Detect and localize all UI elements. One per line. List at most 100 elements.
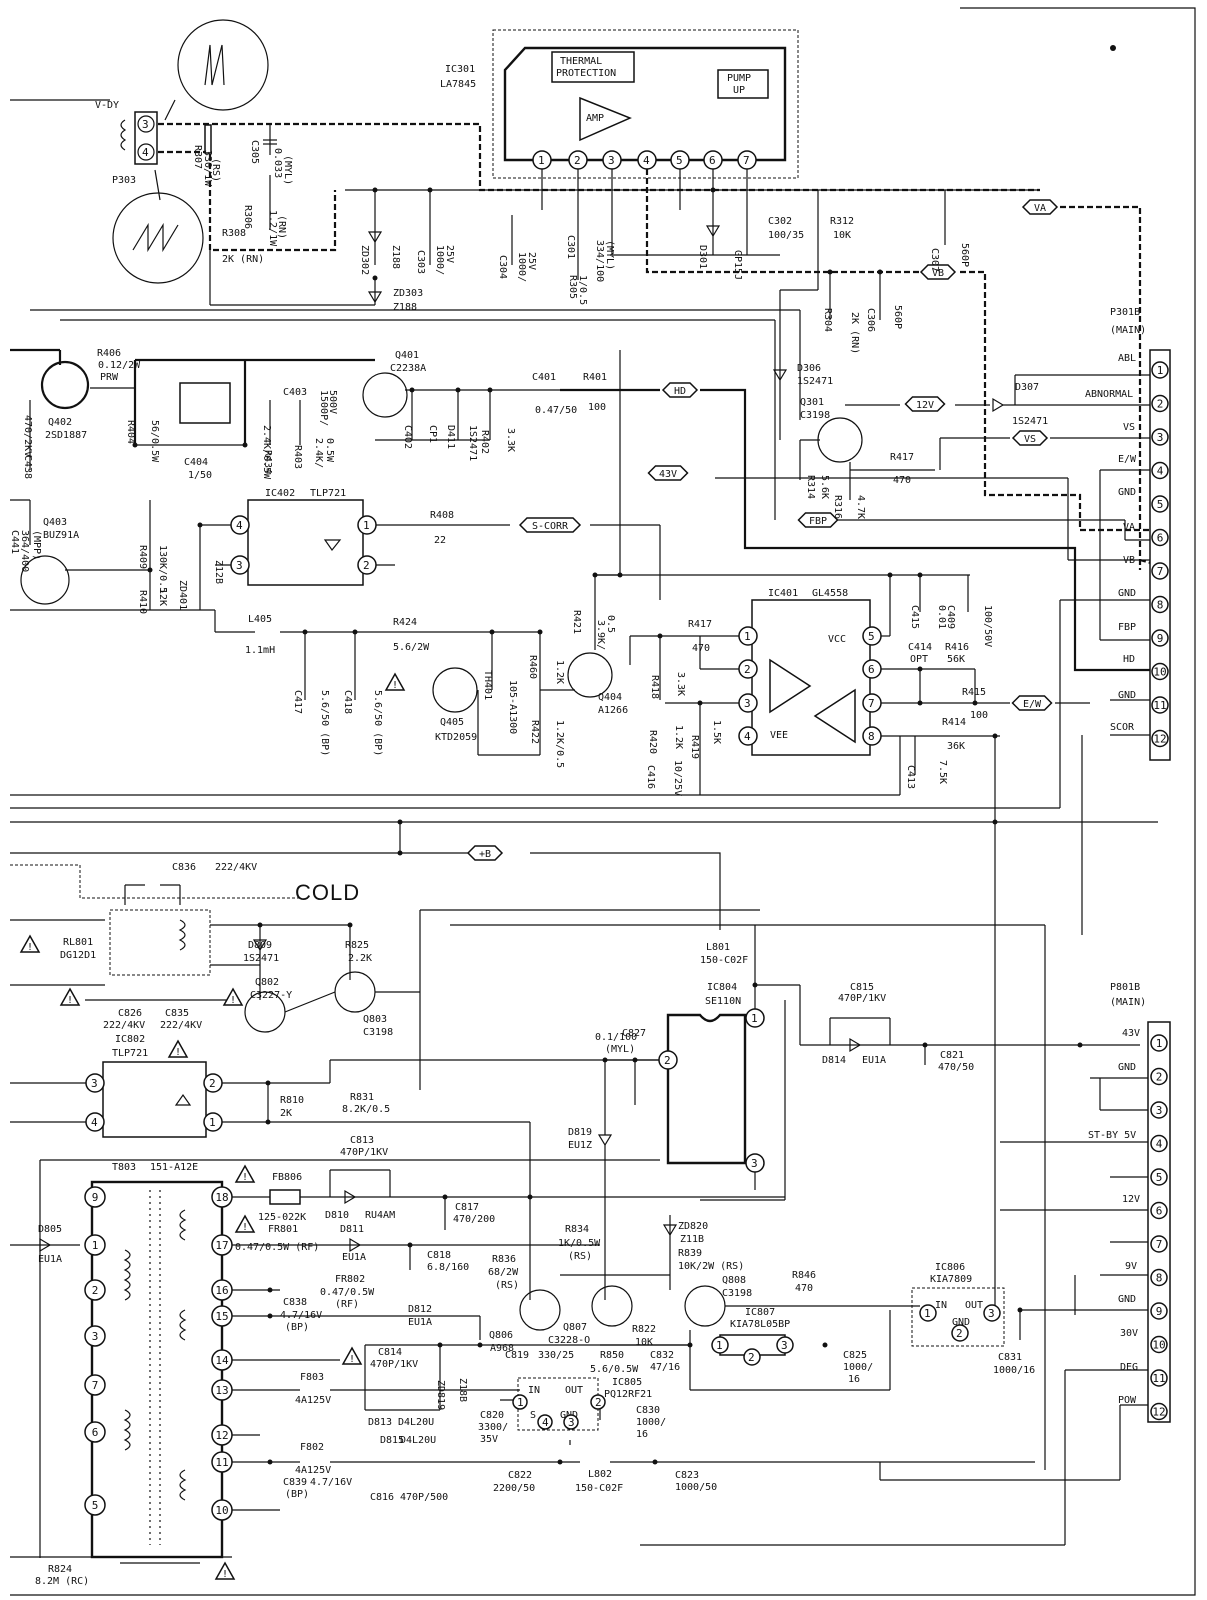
p301b-pin-12 <box>1151 729 1169 748</box>
svg-text:P801B: P801B <box>1110 982 1140 993</box>
svg-text:S: S <box>530 1410 536 1421</box>
net-tag-va: VA <box>1021 199 1059 215</box>
svg-text:T803: T803 <box>112 1162 136 1173</box>
p801b-pin-9 <box>1150 1302 1168 1320</box>
svg-text:1: 1 <box>744 630 751 643</box>
q808-transistor <box>684 1285 726 1327</box>
p301b-pin-number: 11 <box>1153 699 1166 712</box>
component-label: (BP) <box>285 1322 309 1333</box>
component-label: Q403 <box>43 517 67 528</box>
component-label: R409 <box>137 545 148 569</box>
p301b-pin-2 <box>1151 394 1169 413</box>
component-label: D813 <box>368 1417 392 1428</box>
component-label: 10K <box>833 230 851 241</box>
net-tag-12v: 12V <box>904 396 946 412</box>
component-label: DG12D1 <box>60 950 96 961</box>
p801b-sig-8: 9V <box>1125 1261 1137 1272</box>
component-label: 8.2K/0.5 <box>342 1104 390 1115</box>
component-label: Q401 <box>395 350 419 361</box>
component-label: C403 <box>283 387 307 398</box>
t803-pin-number: 12 <box>215 1429 228 1442</box>
component-label: R402 <box>479 430 490 454</box>
p301b-sig-7: VB <box>1123 555 1135 566</box>
component-label: R305 <box>567 275 578 299</box>
component-label: R434 <box>262 450 273 474</box>
component-label: C817 <box>455 1202 479 1213</box>
component-label: C2238A <box>390 363 426 374</box>
component-label: C827 <box>622 1028 646 1039</box>
component-label: A1266 <box>598 705 628 716</box>
component-label: Z188 <box>393 302 417 313</box>
component-label: 470 <box>692 643 710 654</box>
component-label: 4A125V <box>295 1395 331 1406</box>
component-label: 500V <box>327 390 338 414</box>
net-tag-text: 12V <box>916 400 934 411</box>
component-label: Z11B <box>680 1234 704 1245</box>
component-label: ZD819 <box>435 1380 446 1410</box>
component-label: 10K/2W (RS) <box>678 1261 744 1272</box>
svg-text:!: ! <box>349 1354 355 1365</box>
component-label: 56K <box>947 654 965 665</box>
component-label: 0.47/50 <box>535 405 577 416</box>
component-label: C815 <box>850 982 874 993</box>
component-label: R304 <box>822 308 833 332</box>
svg-text:!: ! <box>222 1569 228 1580</box>
p301b-connector: P301B (MAIN) ABL ABNORMAL VS E/W GND VA … <box>1085 307 1171 761</box>
component-label: PRW <box>100 372 119 383</box>
component-label: R460 <box>527 655 538 679</box>
component-label: 470 <box>893 475 911 486</box>
component-label: 10K <box>635 1337 653 1348</box>
svg-text:!: ! <box>242 1172 248 1183</box>
component-label: R404 <box>125 420 136 444</box>
svg-text:TLP721: TLP721 <box>310 488 346 499</box>
component-label: 16 <box>636 1429 648 1440</box>
component-label: 16 <box>848 1374 860 1385</box>
component-label: Z18B <box>457 1378 468 1402</box>
component-label: 36K <box>947 741 965 752</box>
svg-text:5: 5 <box>676 154 683 167</box>
component-label: FR801 <box>268 1224 298 1235</box>
t803-pin-number: 13 <box>215 1384 228 1397</box>
p801b-pin-number: 6 <box>1156 1205 1163 1218</box>
svg-text:LA7845: LA7845 <box>440 79 476 90</box>
svg-text:SE110N: SE110N <box>705 996 741 1007</box>
component-label: 1000/16 <box>993 1365 1035 1376</box>
component-label: C819 <box>505 1350 529 1361</box>
component-label: 25V <box>444 245 455 263</box>
p301b-sig-10: HD <box>1123 654 1135 665</box>
component-label: 25V <box>526 252 537 270</box>
svg-text:2: 2 <box>363 559 370 572</box>
net-tag-s-corr: S-CORR <box>518 517 582 533</box>
component-label: 1.5K <box>711 720 722 744</box>
svg-text:PQ12RF21: PQ12RF21 <box>604 1389 652 1400</box>
component-label: 8.2M (RC) <box>35 1576 89 1587</box>
svg-text:3: 3 <box>568 1416 575 1429</box>
component-label: 2.2K <box>348 953 372 964</box>
t401-transformer <box>179 382 231 424</box>
component-label: D805 <box>38 1224 62 1235</box>
component-label: 6.8/160 <box>427 1262 469 1273</box>
svg-text:UP: UP <box>733 85 745 96</box>
p301b-pin-number: 10 <box>1153 666 1166 679</box>
q807-transistor <box>591 1285 633 1327</box>
component-label: R825 <box>345 940 369 951</box>
p301b-pin-number: 5 <box>1157 498 1164 511</box>
component-label: R401 <box>583 372 607 383</box>
svg-text:IC802: IC802 <box>115 1034 145 1045</box>
p801b-pin-4 <box>1150 1134 1168 1153</box>
component-label: (RS) <box>210 158 221 182</box>
svg-text:1: 1 <box>538 154 545 167</box>
p301b-pin-1 <box>1151 361 1169 379</box>
svg-text:IC806: IC806 <box>935 1262 965 1273</box>
warning-triangle-icon: ! <box>59 987 81 1006</box>
svg-text:(MAIN): (MAIN) <box>1110 325 1146 336</box>
svg-text:IC401: IC401 <box>768 588 798 599</box>
svg-text:2: 2 <box>956 1327 963 1340</box>
component-label: C821 <box>940 1050 964 1061</box>
t803-pin-number: 2 <box>92 1284 99 1297</box>
svg-text:2: 2 <box>595 1396 602 1409</box>
svg-text:6: 6 <box>868 663 875 676</box>
component-label: 3300/ <box>478 1422 508 1433</box>
component-label: 150-C02F <box>700 955 748 966</box>
component-label: R846 <box>792 1270 816 1281</box>
